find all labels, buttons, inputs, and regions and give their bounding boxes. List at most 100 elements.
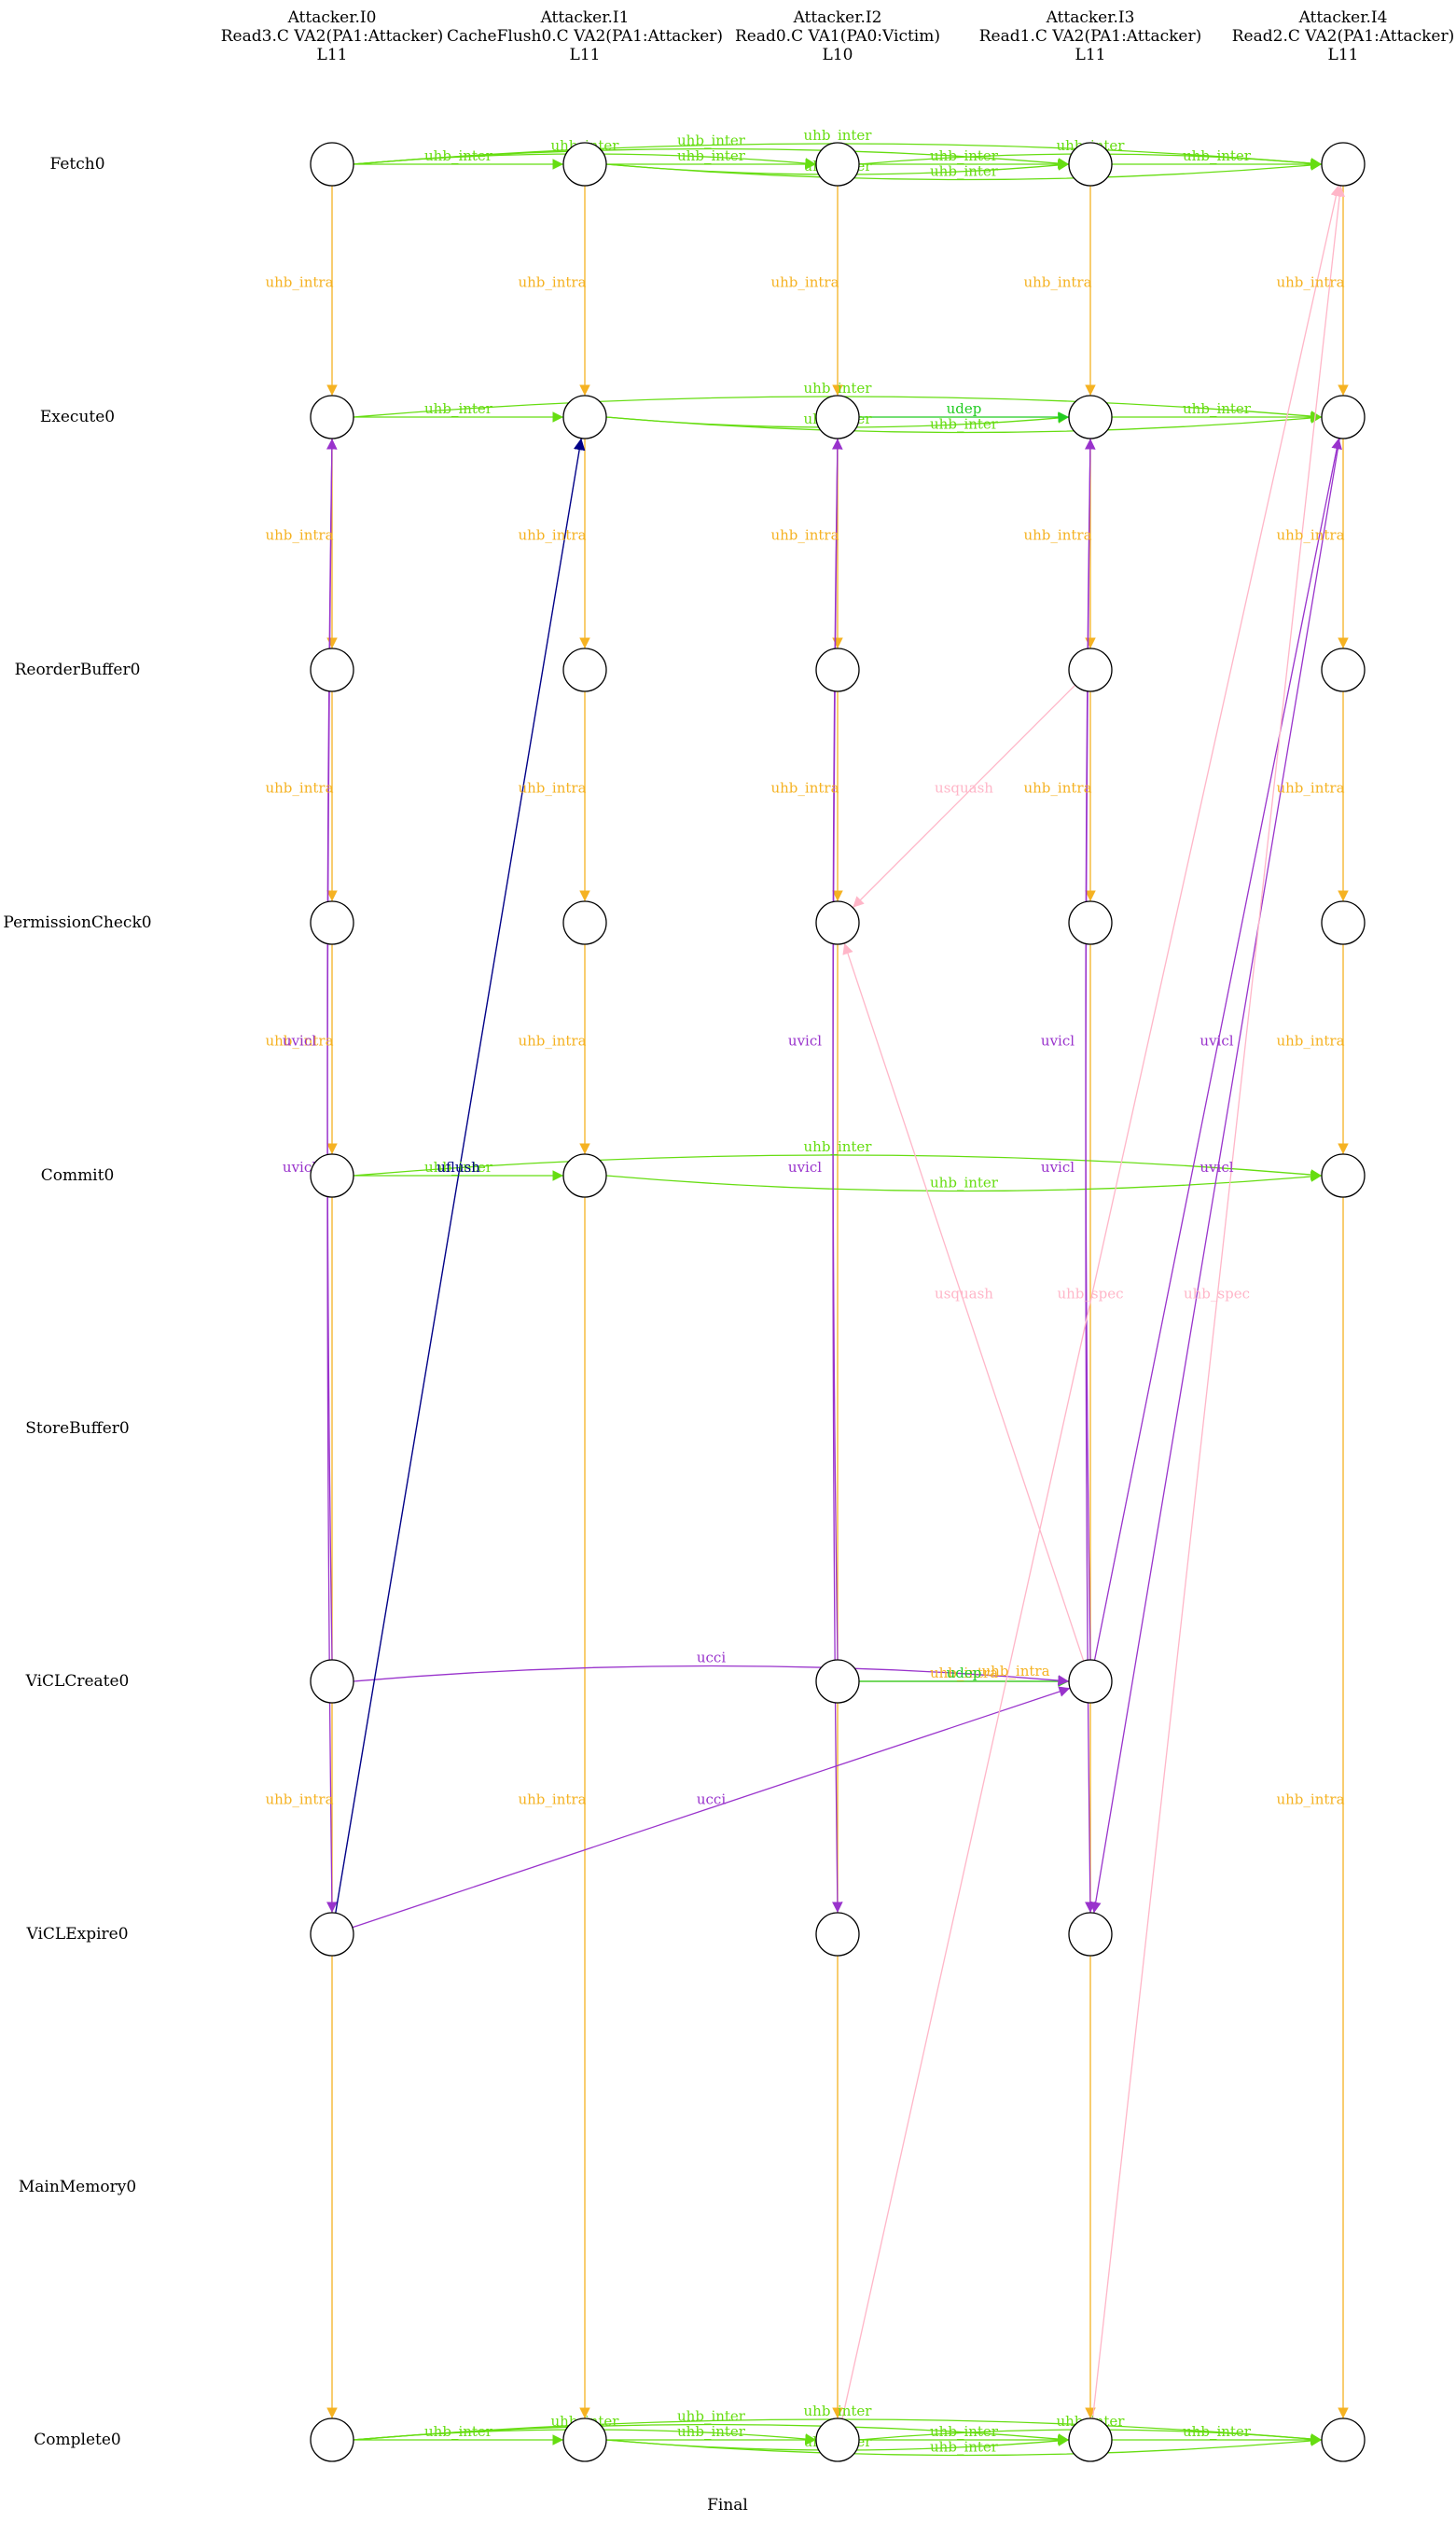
event-node [815,2417,860,2462]
column-header-name: Attacker.I1 [540,8,630,27]
edge-label-uhb_intra: uhb_intra [1276,527,1344,544]
edge-label-uhb_intra: uhb_intra [518,1791,586,1808]
row-labels: Fetch0 Execute0 ReorderBuffer0 Permissio… [3,155,151,2449]
edge-label-uhb_intra: uhb_intra [1276,780,1344,797]
edge-label-uhb_inter: uhb_inter [930,416,999,433]
edge-label-uhb_inter: uhb_inter [677,132,746,149]
edge-label-uhb_inter: uhb_inter [930,2423,999,2440]
column-header-name: Attacker.I2 [793,8,882,27]
edge-label-uhb_inter: uhb_inter [930,147,999,164]
edge-label-uhb_inter: uhb_inter [804,127,873,144]
edge-label-uhb_intra: uhb_intra [265,527,333,544]
edge-uhb_inter [605,2435,1323,2457]
event-node [310,1659,354,1704]
column-header-instr: CacheFlush0.C VA2(PA1:Attacker) [447,27,723,46]
event-node [310,648,354,692]
edge-label-usquash: usquash [935,1286,993,1303]
edge-label-uhb_intra: uhb_intra [1023,274,1091,291]
edge-label-uhb_inter: uhb_inter [930,2439,999,2456]
row-label-reorder-buffer: ReorderBuffer0 [15,661,141,679]
edge-label-uhb_intra: uhb_intra [1023,780,1091,797]
event-node [562,395,607,439]
edge-label-uhb_inter: uhb_inter [1183,2423,1252,2440]
edge-label-uhb_intra: uhb_intra [1023,527,1091,544]
edge-label-uvicl: uvicl [283,1033,316,1050]
edge-uhb_inter [353,1154,1323,1180]
event-node [310,395,354,439]
event-node [310,1153,354,1198]
edge-label-uhb_inter: uhb_inter [1183,147,1252,164]
edge-label-uhb_intra: uhb_intra [1276,1791,1344,1808]
edge-uvicl [1093,438,1342,1661]
row-label-main-memory: MainMemory0 [19,2178,136,2196]
column-header-instr: Read3.C VA2(PA1:Attacker) [221,27,443,46]
edge-label-udep: udep [947,400,982,417]
edge-label-uhb_inter: uhb_inter [804,380,873,397]
column-header-instr: Read2.C VA2(PA1:Attacker) [1232,27,1454,46]
event-node [1068,395,1113,439]
edge-label-uhb_inter: uhb_inter [804,1138,873,1155]
edge-label-uvicl: uvicl [1199,1159,1233,1176]
event-node [1321,2417,1366,2462]
event-node [1321,1153,1366,1198]
edge-label-uhb_inter: uhb_inter [424,2423,493,2440]
edge-label-uhb_inter: uhb_inter [804,2403,873,2419]
edge-label-uvicl: uvicl [283,1159,316,1176]
edge-label-uhb_intra: uhb_intra [265,780,333,797]
edge-label-uhb_intra: uhb_intra [518,1033,586,1050]
edge-label-uhb_spec: uhb_spec [1184,1286,1250,1303]
footer-label: Final [707,2496,748,2515]
edge-label-uvicl: uvicl [1041,1159,1075,1176]
row-label-fetch: Fetch0 [49,155,104,174]
edge-label-uhb_inter: uhb_inter [677,2423,746,2440]
event-node [1068,1912,1113,1957]
edge-uhb_spec [841,185,1342,2419]
row-label-commit: Commit0 [41,1166,115,1185]
event-node [1068,142,1113,187]
event-node [815,142,860,187]
event-node [1068,900,1113,945]
edge-usquash [852,684,1076,909]
event-node [310,142,354,187]
column-header-line: L10 [823,46,853,64]
nodes [310,142,1366,2462]
edge-uflush [335,438,586,1914]
event-node [1321,395,1366,439]
row-label-execute: Execute0 [40,408,115,426]
column-header-line: L11 [1075,46,1106,64]
edge-label-uvicl: uvicl [788,1033,822,1050]
edge-label-uhb_intra: uhb_intra [770,274,839,291]
event-node [815,1912,860,1957]
edge-uvicl [1089,438,1340,1914]
edge-uhb_spec [1091,185,1345,2419]
edge-uhb_inter [605,412,1323,434]
edge-label-uhb_intra: uhb_intra [770,527,839,544]
edge-label-uhb_intra: uhb_intra [930,1665,998,1681]
edge-label-usquash: usquash [935,780,993,797]
event-node [562,142,607,187]
event-node [815,648,860,692]
column-header-line: L11 [570,46,601,64]
edge-label-uhb_intra: uhb_intra [265,1033,333,1050]
edge-label-uhb_inter: uhb_inter [424,147,493,164]
edge-label-uvicl: uvicl [1041,1033,1075,1050]
event-node [1321,900,1366,945]
edge-label-uhb_intra: uhb_intra [518,527,586,544]
edge-label-uhb_intra: uhb_intra [770,780,839,797]
event-node [815,900,860,945]
column-header-name: Attacker.I3 [1046,8,1135,27]
event-node [310,1912,354,1957]
edges [326,143,1349,2457]
edge-label-uhb_intra: uhb_intra [981,1663,1049,1679]
edge-label-uflush: uflush [437,1159,480,1176]
event-node [562,1153,607,1198]
column-header-instr: Read1.C VA2(PA1:Attacker) [979,27,1201,46]
edge-label-uhb_spec: uhb_spec [1057,1286,1123,1303]
event-node [1068,648,1113,692]
edge-label-uhb_intra: uhb_intra [265,274,333,291]
edge-uhb_inter [605,160,1323,181]
event-node [1321,142,1366,187]
column-header-name: Attacker.I4 [1298,8,1388,27]
